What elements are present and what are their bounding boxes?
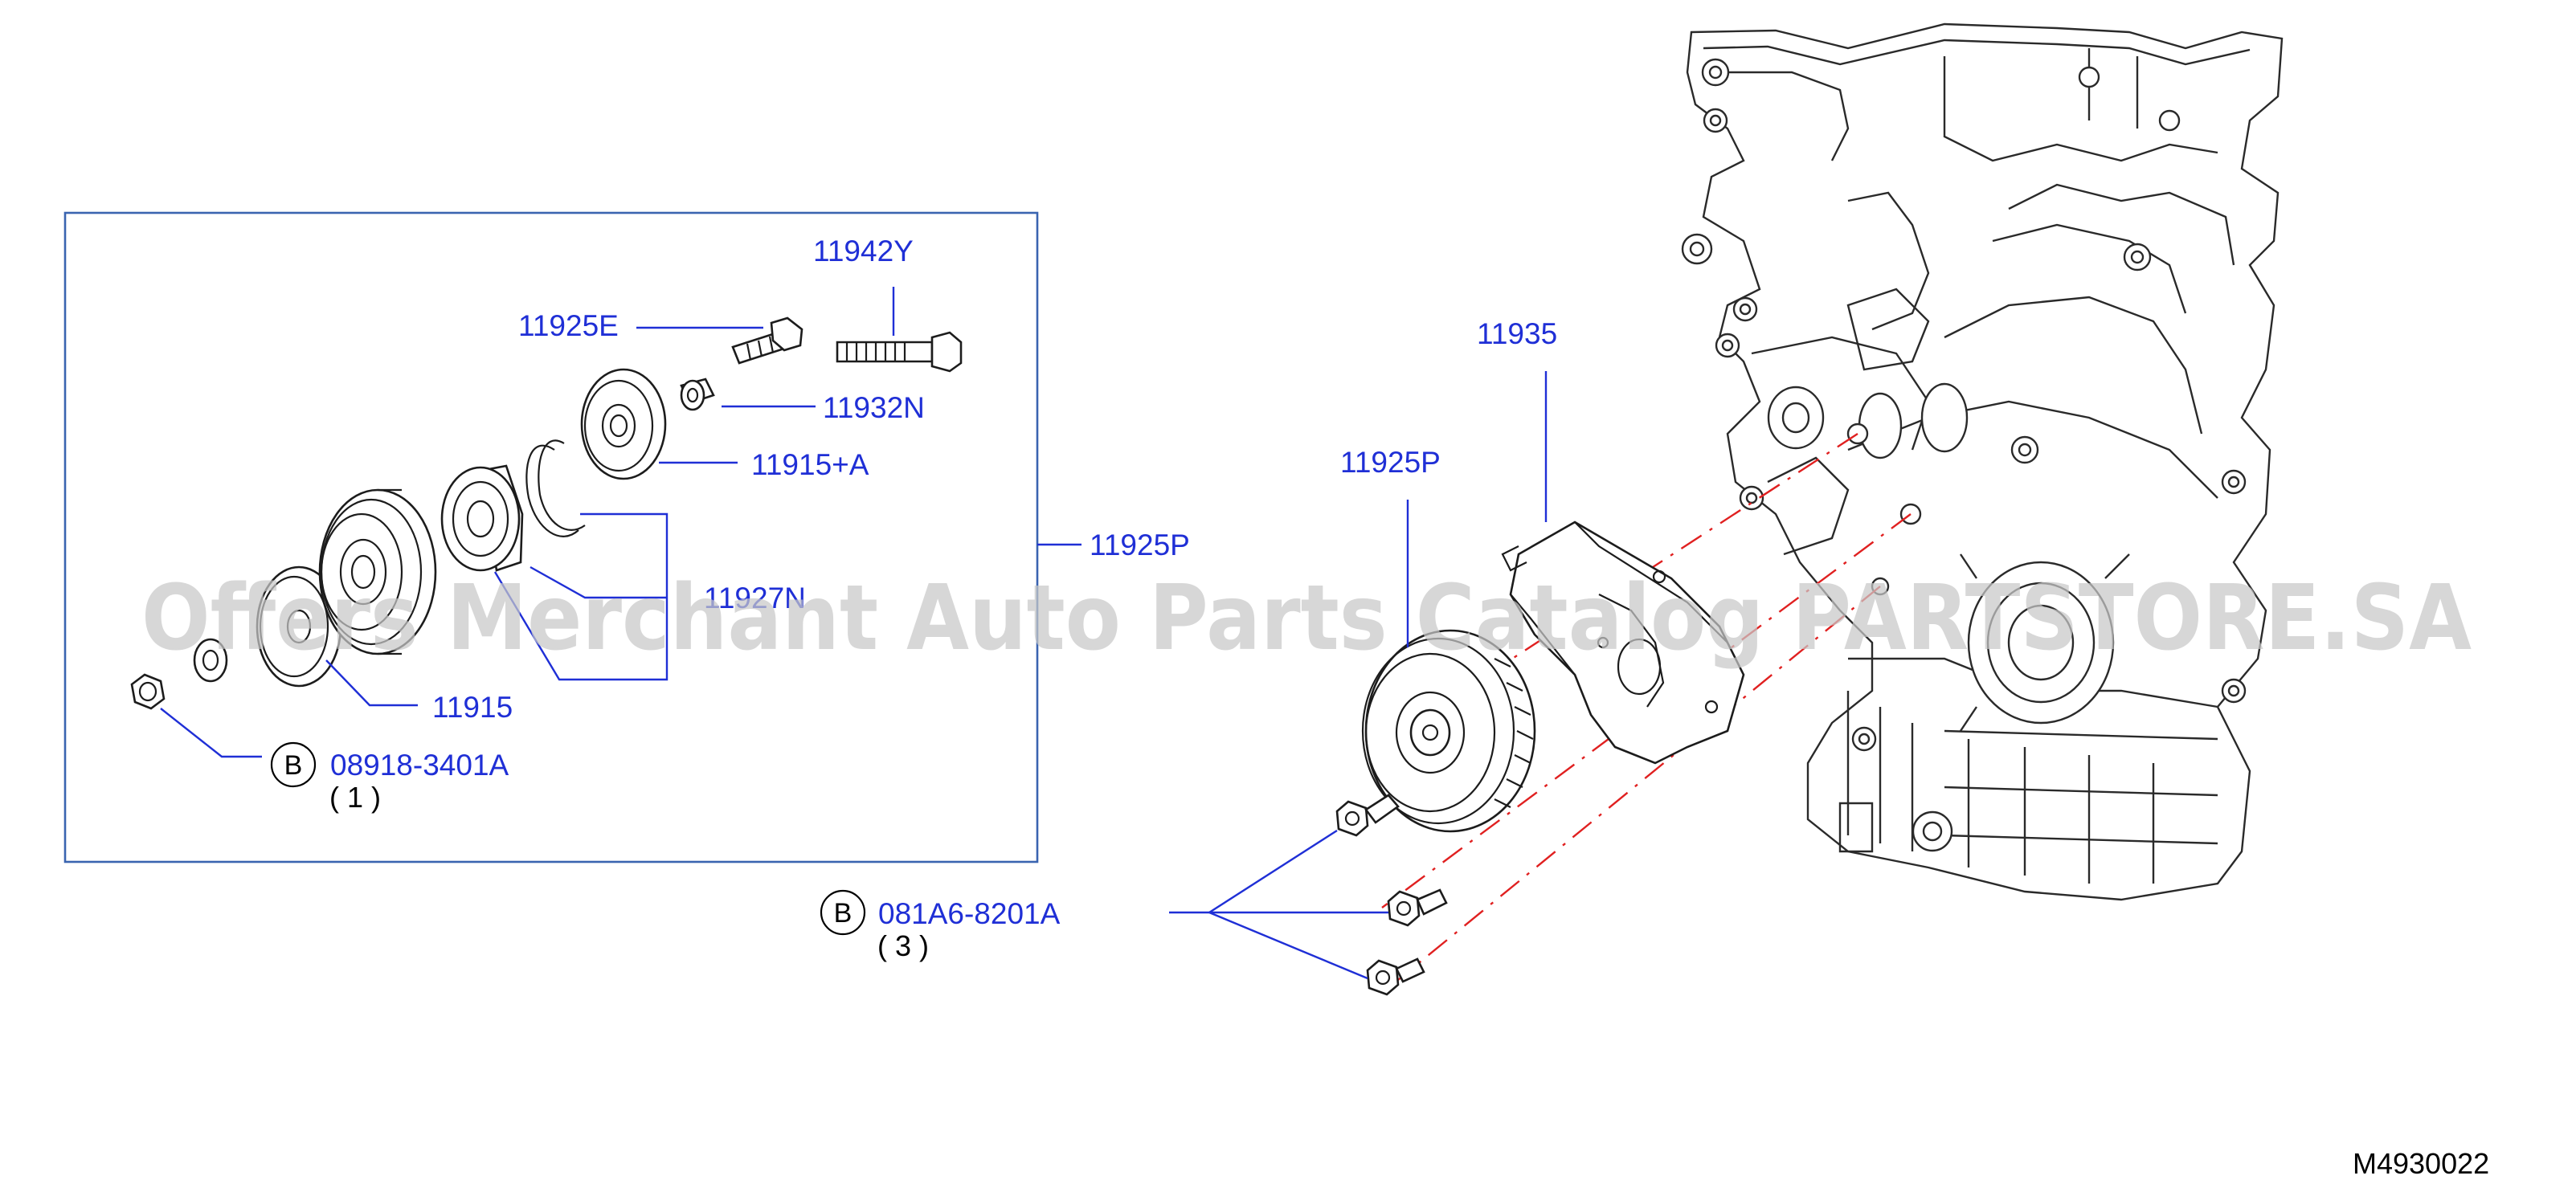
bolt-middle xyxy=(1387,888,1448,927)
small-washer xyxy=(193,638,228,683)
callout-11915a: 11915+A xyxy=(751,448,869,481)
idler-pulley-assembly xyxy=(1361,629,1536,833)
spacer-11932n xyxy=(680,378,715,411)
callout-11935: 11935 xyxy=(1477,317,1557,350)
watermark: Offers Merchant Auto Parts Catalog PARTS… xyxy=(141,566,2472,671)
washer-11915 xyxy=(256,565,342,688)
b-symbol-circle-1 xyxy=(270,741,317,788)
callout-11927n: 11927N xyxy=(704,582,806,614)
b-symbol-1: B xyxy=(284,750,303,781)
callout-11942y: 11942Y xyxy=(813,235,914,267)
tensioner-bracket xyxy=(1501,520,1745,765)
callout-08918-3401a: 08918-3401A xyxy=(330,749,509,782)
callout-081a6-8201a: 081A6-8201A xyxy=(878,897,1061,930)
callout-11932n: 11932N xyxy=(823,391,925,424)
quantity-1: ( 1 ) xyxy=(329,781,381,814)
snap-ring xyxy=(525,439,586,537)
engine-front-cover xyxy=(1681,22,2284,901)
exploded-parts xyxy=(130,316,963,710)
b-symbol-circle-2 xyxy=(820,889,866,936)
callout-11925p-box: 11925P xyxy=(1090,529,1190,561)
bolt-upper xyxy=(1335,794,1400,837)
bolt-lower xyxy=(1366,957,1425,996)
nut-08918 xyxy=(130,673,166,710)
figure-reference: M4930022 xyxy=(2353,1147,2489,1180)
bolt-11925e xyxy=(731,316,803,365)
exploded-pulley xyxy=(318,488,437,655)
quantity-2: ( 3 ) xyxy=(877,929,929,962)
callout-11915: 11915 xyxy=(432,691,513,724)
plate-11915a xyxy=(580,368,667,480)
bolt-11942y xyxy=(836,331,963,373)
centerline-lower xyxy=(1397,586,1881,981)
b-symbol-2: B xyxy=(834,898,853,929)
leader-lines xyxy=(160,287,1548,980)
bearing-11927n xyxy=(440,464,524,572)
callout-11925p: 11925P xyxy=(1340,446,1441,479)
exploded-view-box xyxy=(63,211,1039,863)
bolts-081a6 xyxy=(1335,794,1448,996)
callout-11925e: 11925E xyxy=(518,309,619,342)
